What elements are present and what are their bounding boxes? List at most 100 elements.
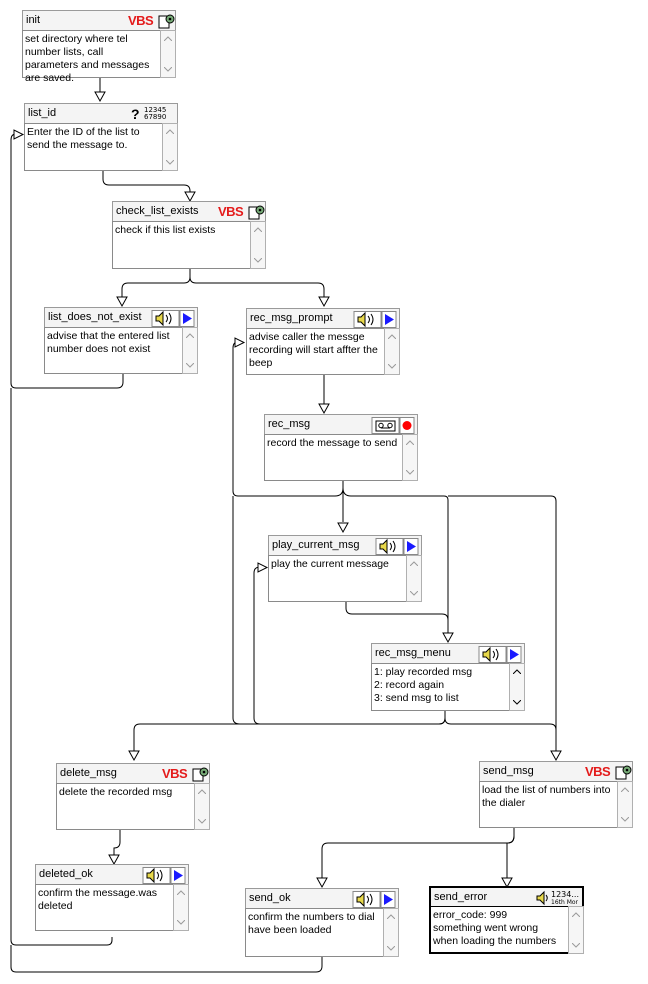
node-title: rec_msg_menu — [375, 647, 451, 659]
node-scrollbar[interactable] — [402, 434, 418, 481]
node-header[interactable]: list_id ? 12345 67890 — [24, 103, 178, 124]
node-scrollbar[interactable] — [617, 781, 633, 828]
play-sound-icon — [353, 311, 397, 328]
node-scrollbar[interactable] — [250, 221, 266, 269]
scroll-down-icon[interactable] — [406, 470, 414, 475]
vbs-label: VBS — [162, 766, 188, 781]
scroll-up-icon[interactable] — [388, 334, 396, 339]
node-header[interactable]: init VBS — [22, 10, 176, 31]
node-scrollbar[interactable] — [384, 328, 400, 375]
scroll-up-icon[interactable] — [572, 912, 580, 917]
node-init[interactable]: init VBS set directory where tel number … — [22, 10, 176, 84]
node-description: confirm the message.was deleted — [38, 887, 158, 912]
node-send-ok[interactable]: send_ok confirm the numbers to dial have… — [245, 888, 399, 957]
node-scrollbar[interactable] — [182, 327, 198, 374]
node-title: send_msg — [483, 765, 534, 777]
node-header[interactable]: delete_msg VBS — [56, 763, 210, 784]
scroll-up-icon[interactable] — [186, 333, 194, 338]
node-delete-msg[interactable]: delete_msg VBS delete the recorded msg — [56, 763, 210, 830]
gear-icon — [192, 767, 209, 782]
node-header[interactable]: play_current_msg — [268, 535, 422, 556]
node-title: deleted_ok — [39, 868, 93, 880]
node-scrollbar[interactable] — [406, 555, 422, 602]
digits-top: 12345 — [144, 106, 167, 114]
node-scrollbar[interactable] — [160, 30, 176, 78]
node-header[interactable]: check_list_exists VBS — [112, 201, 266, 222]
node-scrollbar[interactable] — [568, 906, 584, 954]
date-time-icon: 1234... 16th Mor — [535, 890, 583, 907]
scroll-down-icon[interactable] — [387, 946, 395, 951]
get-digits-icon: ? 12345 67890 — [131, 106, 176, 123]
node-body: Enter the ID of the list to send the mes… — [24, 123, 178, 171]
question-mark: ? — [131, 106, 140, 122]
vbs-script-icon: VBS — [218, 204, 265, 221]
scroll-up-icon[interactable] — [166, 129, 174, 134]
node-scrollbar[interactable] — [173, 884, 189, 931]
node-header[interactable]: rec_msg — [264, 414, 418, 435]
node-body: confirm the numbers to dial have been lo… — [245, 908, 399, 957]
speaker-icon — [353, 311, 397, 328]
node-body: load the list of numbers into the dialer — [479, 781, 633, 828]
scroll-down-icon[interactable] — [572, 943, 580, 948]
node-play-current-msg[interactable]: play_current_msg play the current messag… — [268, 535, 422, 602]
scroll-up-icon[interactable] — [621, 787, 629, 792]
scroll-up-icon[interactable] — [387, 914, 395, 919]
node-rec-msg-prompt[interactable]: rec_msg_prompt advise caller the messge … — [246, 308, 400, 375]
node-header[interactable]: rec_msg_prompt — [246, 308, 400, 329]
play-sound-icon — [375, 538, 419, 555]
node-header[interactable]: rec_msg_menu — [371, 643, 525, 664]
node-list-id[interactable]: list_id ? 12345 67890 Enter the ID of th… — [24, 103, 178, 171]
node-list-does-not-exist[interactable]: list_does_not_exist advise that the ente… — [44, 307, 198, 374]
scroll-down-icon[interactable] — [177, 920, 185, 925]
node-scrollbar[interactable] — [162, 123, 178, 171]
node-description: delete the recorded msg — [59, 786, 173, 798]
node-title: check_list_exists — [116, 205, 199, 217]
node-title: list_does_not_exist — [48, 311, 142, 323]
scroll-up-icon[interactable] — [198, 789, 206, 794]
node-rec-msg-menu[interactable]: rec_msg_menu 1: play recorded msg 2: rec… — [371, 643, 525, 711]
node-scrollbar[interactable] — [509, 663, 525, 711]
node-header[interactable]: list_does_not_exist — [44, 307, 198, 328]
node-deleted-ok[interactable]: deleted_ok confirm the message.was delet… — [35, 864, 189, 931]
scroll-down-icon[interactable] — [186, 363, 194, 368]
scroll-up-icon[interactable] — [513, 669, 521, 674]
node-description: 1: play recorded msg 2: record again 3: … — [374, 666, 473, 704]
scroll-down-icon[interactable] — [513, 700, 521, 705]
scroll-down-icon[interactable] — [166, 160, 174, 165]
scroll-up-icon[interactable] — [254, 227, 262, 232]
scroll-down-icon[interactable] — [410, 591, 418, 596]
scroll-up-icon[interactable] — [406, 440, 414, 445]
node-title: send_ok — [249, 892, 291, 904]
node-description: load the list of numbers into the dialer — [482, 784, 611, 809]
speaker-icon — [478, 646, 522, 663]
scroll-up-icon[interactable] — [410, 561, 418, 566]
vbs-script-icon: VBS — [162, 766, 209, 783]
node-body: set directory where tel number lists, ca… — [22, 30, 176, 84]
scroll-down-icon[interactable] — [254, 258, 262, 263]
node-description: advise caller the messge recording will … — [249, 331, 378, 369]
vbs-script-icon: VBS — [585, 764, 632, 781]
scroll-down-icon[interactable] — [164, 67, 172, 72]
node-scrollbar[interactable] — [383, 908, 399, 957]
speaker-icon — [536, 890, 548, 906]
play-sound-icon — [478, 646, 522, 663]
node-check-list-exists[interactable]: check_list_exists VBS check if this list… — [112, 201, 266, 269]
node-scrollbar[interactable] — [194, 783, 210, 830]
scroll-down-icon[interactable] — [621, 817, 629, 822]
node-body: advise that the entered list number does… — [44, 327, 198, 374]
speaker-icon — [375, 538, 419, 555]
node-description: advise that the entered list number does… — [47, 330, 170, 355]
node-send-error[interactable]: send_error 1234... 16th Mor error_code: … — [429, 886, 584, 954]
node-send-msg[interactable]: send_msg VBS load the list of numbers in… — [479, 761, 633, 828]
gear-icon — [615, 765, 632, 780]
node-header[interactable]: send_ok — [245, 888, 399, 909]
scroll-down-icon[interactable] — [198, 819, 206, 824]
node-rec-msg[interactable]: rec_msg record the message to send — [264, 414, 418, 481]
node-header[interactable]: deleted_ok — [35, 864, 189, 885]
scroll-down-icon[interactable] — [388, 364, 396, 369]
node-header[interactable]: send_msg VBS — [479, 761, 633, 782]
node-body: play the current message — [268, 555, 422, 602]
node-header[interactable]: send_error 1234... 16th Mor — [429, 886, 584, 907]
scroll-up-icon[interactable] — [164, 36, 172, 41]
scroll-up-icon[interactable] — [177, 890, 185, 895]
